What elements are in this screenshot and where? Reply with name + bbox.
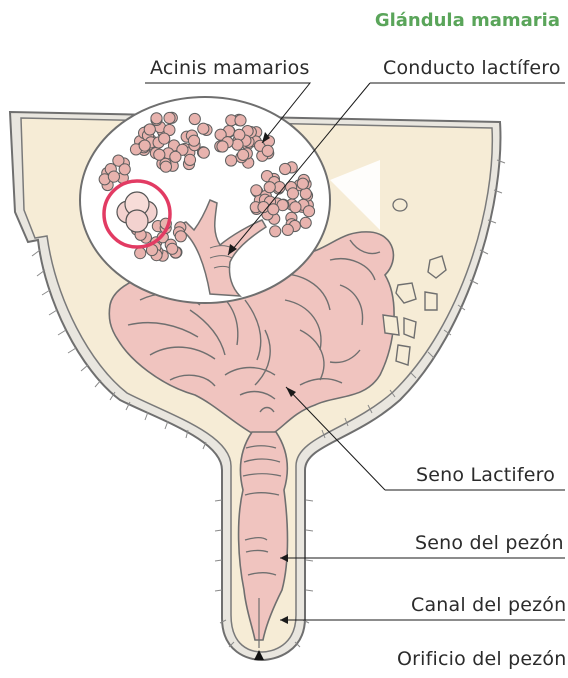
acinus: [300, 217, 311, 228]
acinus: [108, 171, 119, 182]
acinus: [300, 188, 311, 199]
acinus: [235, 115, 246, 126]
acinus: [135, 248, 146, 259]
acinus: [164, 112, 175, 123]
acinus: [264, 182, 275, 193]
acinus: [251, 185, 262, 196]
acinus: [170, 151, 181, 162]
acinus: [280, 163, 291, 174]
acinus: [198, 147, 209, 158]
acinus: [175, 231, 186, 242]
acinus: [159, 133, 170, 144]
acinus: [290, 202, 301, 213]
acinus: [226, 155, 237, 166]
acinus: [262, 145, 273, 156]
label-acinis-mamarios: Acinis mamarios: [150, 57, 310, 79]
acinus: [303, 206, 314, 217]
acinus: [139, 140, 150, 151]
acinus: [217, 141, 228, 152]
acinus: [119, 164, 130, 175]
acinus: [188, 135, 199, 146]
label-seno-del-pezon: Seno del pezón: [415, 532, 564, 554]
label-canal-del-pezon: Canal del pezón: [411, 594, 566, 616]
acinus: [184, 154, 195, 165]
label-conducto-lactifero: Conducto lactífero: [383, 57, 561, 79]
acinus: [297, 178, 308, 189]
acinus: [198, 123, 209, 134]
label-orificio-del-pezon: Orificio del pezón: [397, 648, 566, 670]
acinus: [287, 188, 298, 199]
acinus: [238, 149, 249, 160]
acinus: [154, 149, 165, 160]
acinus: [189, 113, 200, 124]
label-seno-lactifero: Seno Lactifero: [416, 464, 555, 486]
acinus: [144, 124, 155, 135]
acinus: [282, 224, 293, 235]
acinus: [167, 243, 178, 254]
acinus: [232, 139, 243, 150]
acinus: [160, 161, 171, 172]
diagram-title: Glándula mamaria: [375, 10, 560, 31]
acinus: [151, 113, 162, 124]
acinus: [234, 129, 245, 140]
acinus: [270, 226, 281, 237]
